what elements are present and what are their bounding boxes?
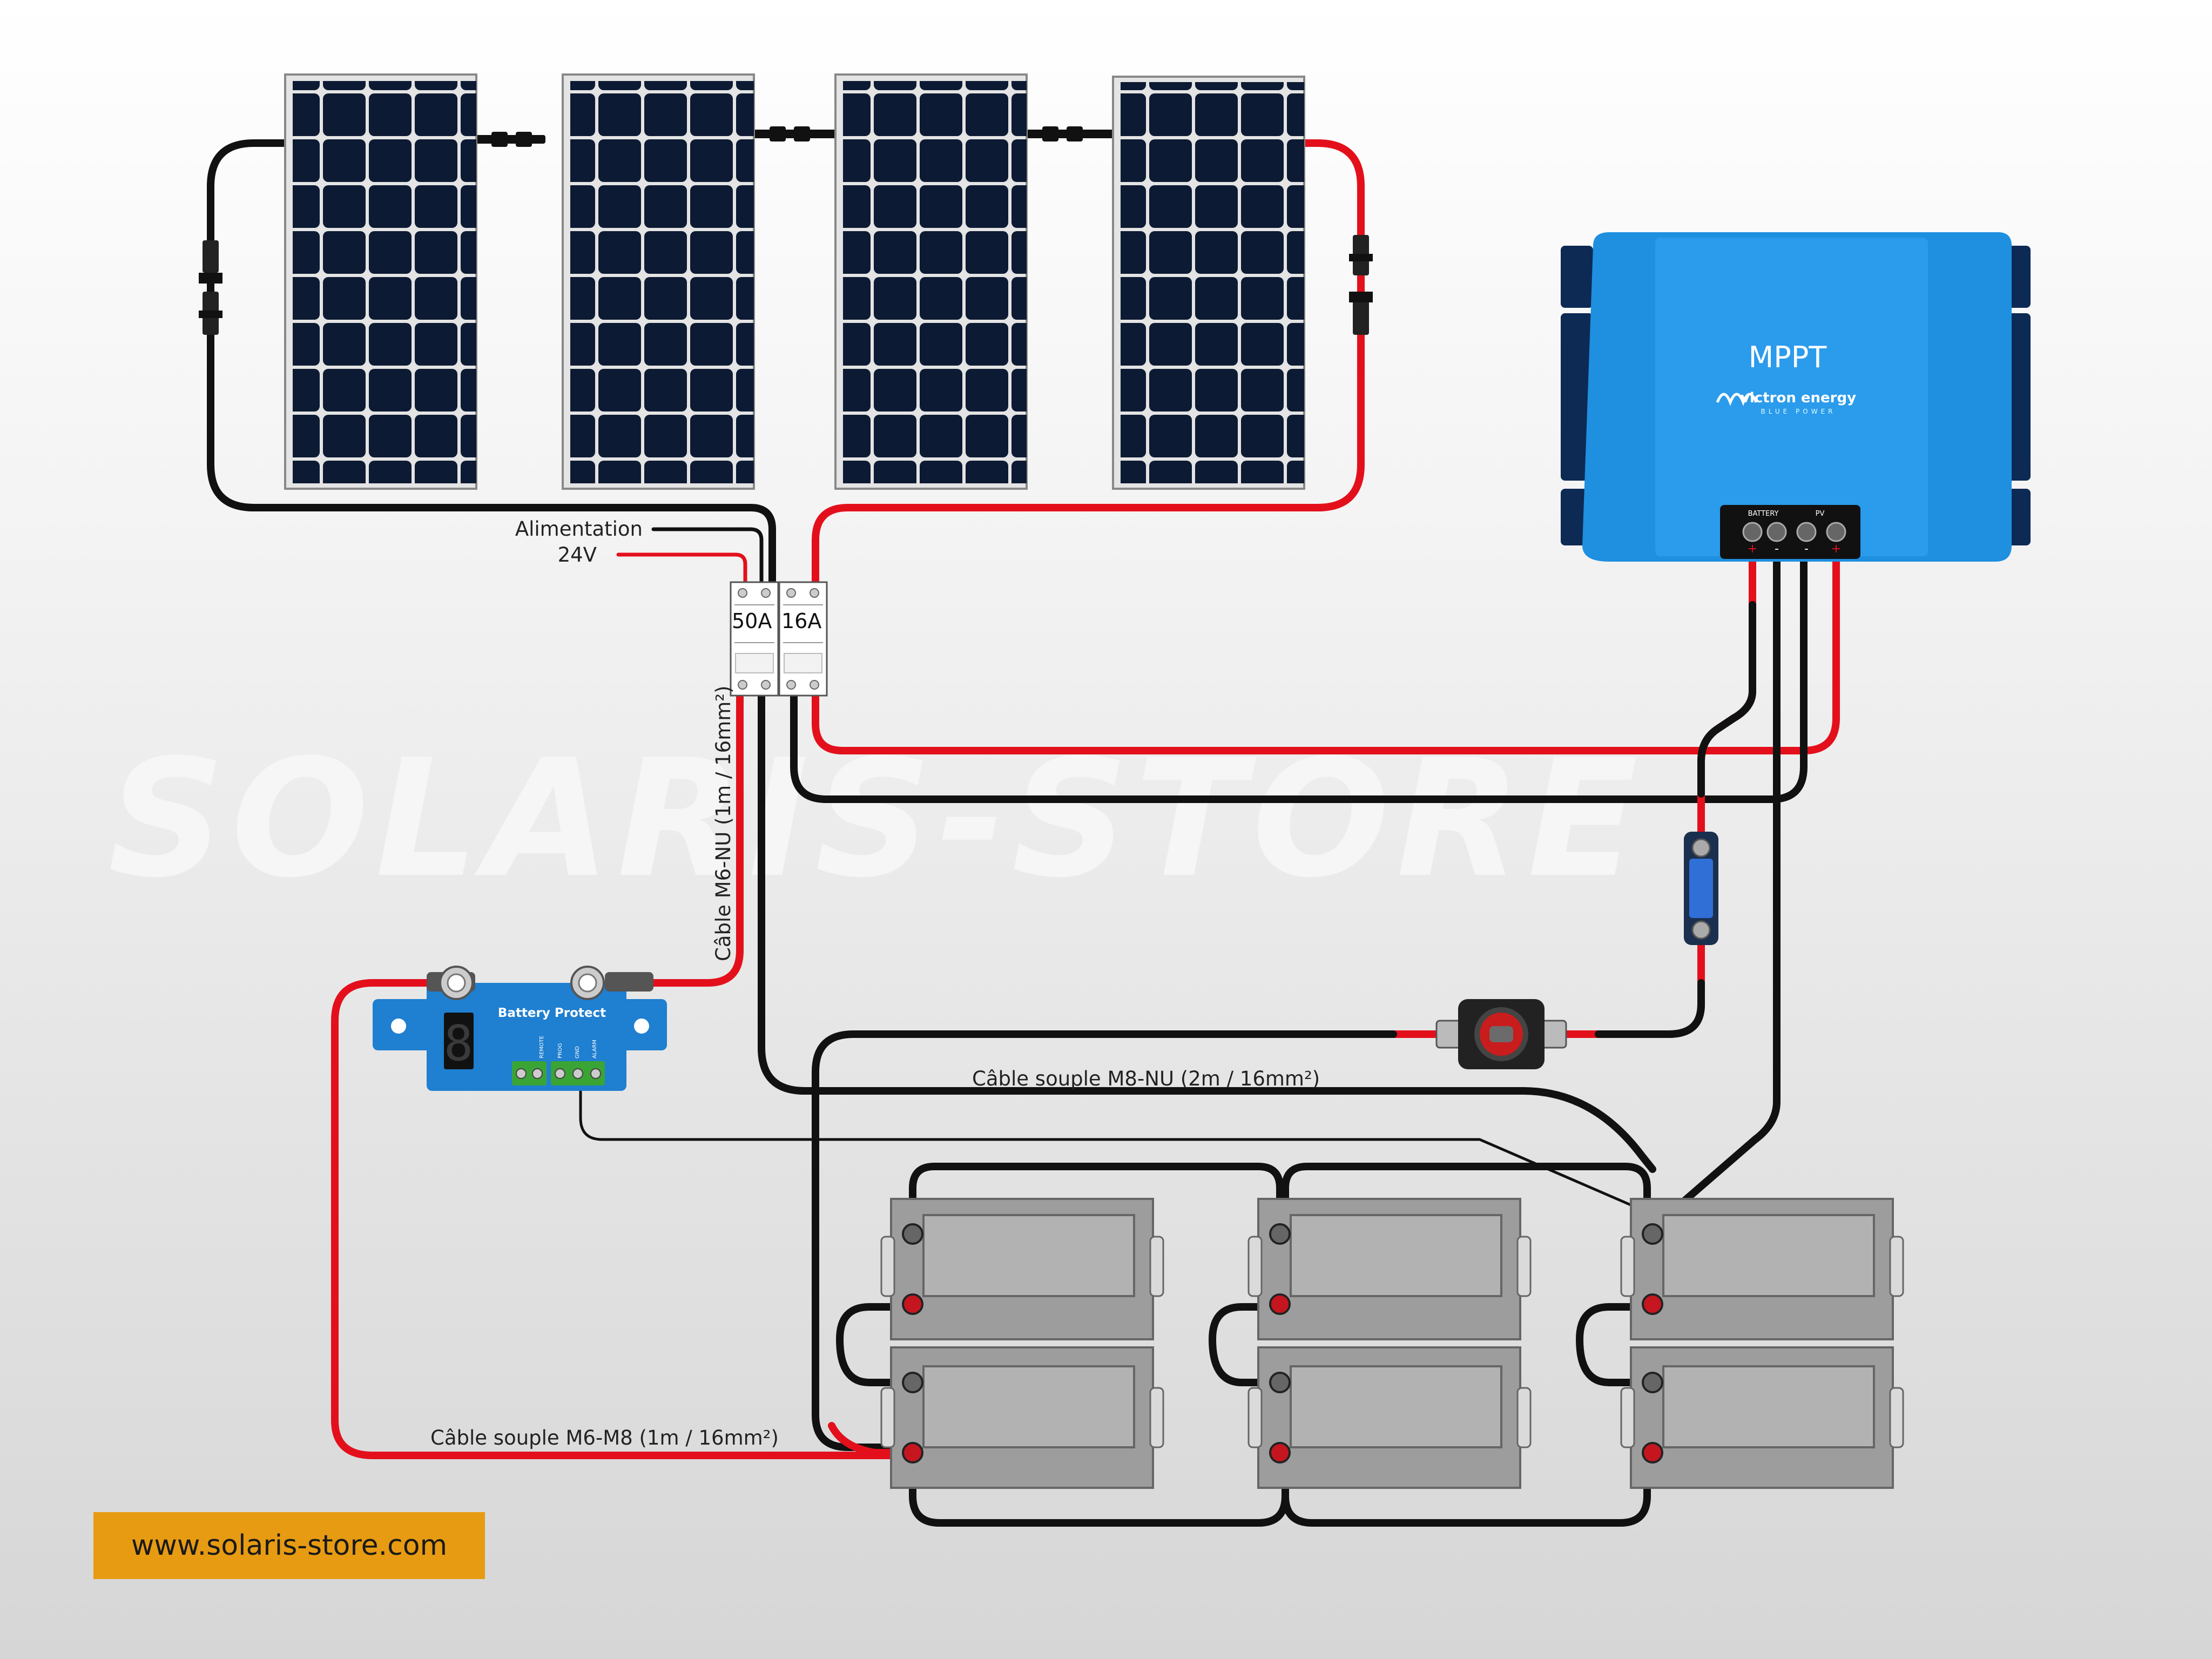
solar-panel-2 [562, 73, 755, 490]
battery-protect-title: Battery Protect [498, 1006, 606, 1020]
bp-terminal-alarm: ALARM [592, 1040, 598, 1058]
mppt-pv-label: PV [1816, 510, 1825, 518]
breaker-50a-label: 50A [732, 609, 772, 633]
mppt-controller: MPPT victron energy BLUE POWER BATTERY P… [1561, 232, 2031, 562]
victron-logo-icon [1716, 393, 1758, 406]
mppt-battery-label: BATTERY [1748, 510, 1779, 518]
mppt-pv-plus: + [1831, 542, 1841, 556]
battery-4 [880, 1346, 1164, 1489]
mppt-bat-minus: - [1775, 542, 1779, 556]
bp-terminal-gnd: GND [575, 1046, 581, 1058]
battery-3 [1620, 1198, 1904, 1340]
supply-label-line1: Alimentation [515, 517, 643, 541]
breaker-16a-label: 16A [781, 609, 821, 633]
battery-1 [880, 1198, 1164, 1340]
bp-gnd-wire [579, 1078, 1643, 1211]
mppt-tagline: BLUE POWER [1761, 408, 1836, 415]
cable-m6-m8-label: Câble souple M6-M8 (1m / 16mm²) [430, 1426, 779, 1449]
mppt-title: MPPT [1749, 340, 1827, 374]
supply-label-line2: 24V [558, 543, 597, 567]
pv-string-negative-wire [207, 139, 776, 587]
mppt-battery-negative [1670, 552, 1781, 1213]
panel-interconnects [475, 126, 1115, 147]
bp-terminal-prog: PROG [557, 1043, 563, 1058]
mc4-connector-left [199, 240, 222, 335]
pv-string-positive-wire [812, 139, 1365, 587]
mppt-bat-plus: + [1748, 542, 1757, 556]
supply-positive-wire [616, 552, 747, 585]
cable-m8-nu-label: Câble souple M8-NU (2m / 16mm²) [972, 1067, 1320, 1090]
battery-protect-digit: 8 [444, 1015, 473, 1072]
fuse-holder [1684, 832, 1718, 945]
isolator-to-battery-wire [812, 1030, 1397, 1451]
m6-m8-positive [331, 979, 895, 1459]
battery-6 [1620, 1346, 1904, 1489]
battery-protect: Battery Protect 8 REMOTE PROG GND ALARM [373, 966, 667, 1091]
mc4-connector-right [1349, 235, 1373, 335]
website-badge[interactable]: www.solaris-store.com [93, 1512, 485, 1579]
battery-2 [1247, 1198, 1532, 1340]
solar-panel-4 [1112, 76, 1305, 490]
breaker-50a: 50A [730, 581, 779, 697]
pv-to-mppt-positive [812, 552, 1840, 754]
watermark: SOLARIS-STORE [108, 725, 1644, 913]
pv-to-mppt-negative [790, 552, 1808, 803]
battery-isolator-switch [1435, 999, 1567, 1069]
solar-panel-1 [284, 73, 477, 490]
cable-m6-nu-label: Câble M6-NU (1m / 16mm²) [712, 685, 735, 961]
mppt-terminal-block [1720, 505, 1860, 559]
supply-negative-wire [651, 527, 764, 585]
solar-panel-3 [834, 73, 1028, 490]
breaker-16a: 16A [778, 581, 828, 697]
mppt-pv-minus: - [1804, 542, 1809, 556]
battery-5 [1247, 1346, 1532, 1489]
mppt-brand: victron energy [1741, 390, 1856, 406]
wiring [207, 139, 1840, 1527]
m8-nu-negative [758, 693, 1656, 1173]
battery-protect-display [444, 1013, 474, 1069]
m6-nu-positive [617, 693, 744, 987]
bp-terminal-remote: REMOTE [539, 1036, 545, 1058]
